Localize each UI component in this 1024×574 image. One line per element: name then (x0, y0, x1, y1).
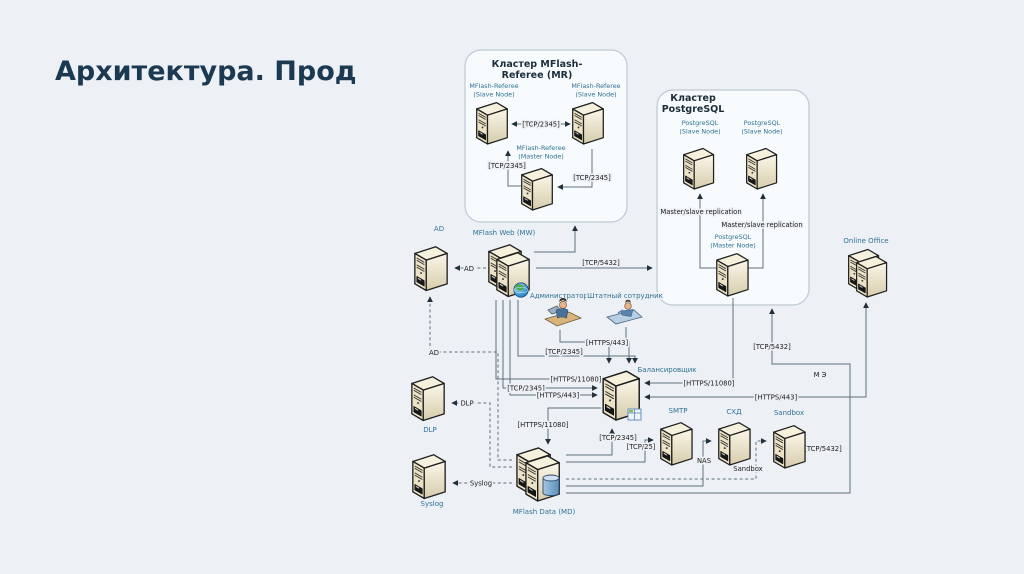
node-mr-slave-right: MFlash-Referee(Slave Node) (570, 81, 622, 145)
svg-text:PostgreSQL(Slave Node): PostgreSQL(Slave Node) (741, 119, 782, 136)
svg-text:MFlash Data (MD): MFlash Data (MD) (513, 508, 576, 516)
edge-label: NAS (697, 457, 711, 465)
admin-person-icon (543, 298, 583, 327)
node-syslog: Syslog (412, 454, 446, 510)
node-sxd: СХД (718, 407, 751, 466)
tower-server-icon (683, 147, 715, 190)
edge-label: DLP (460, 400, 473, 408)
svg-text:SMTP: SMTP (669, 407, 688, 415)
employee-person-icon (606, 299, 643, 325)
tower-server-icon (856, 255, 888, 298)
node-sandbox: Sandbox (772, 408, 806, 469)
edge-label: AD (464, 265, 474, 273)
edge-label: [TCP/2345] (545, 348, 583, 356)
edge-label: Sandbox (733, 465, 762, 473)
edge-label: [TCP/2345] (573, 174, 611, 182)
globe-icon (513, 282, 529, 298)
node-mflash-web: MFlash Web (MW) (471, 228, 537, 298)
svg-text:Администратор: Администратор (530, 292, 589, 300)
edge-label: Master/slave replication (721, 221, 802, 229)
edge-label: [TCP/25] (627, 443, 656, 451)
svg-text:MFlash-Referee(Slave Node): MFlash-Referee(Slave Node) (469, 82, 518, 99)
node-pg-master: PostgreSQL(Master Node) (709, 232, 757, 297)
edge-label: [HTTPS/11080] (551, 376, 602, 384)
tower-server-icon (660, 422, 693, 466)
node-pg-slave-left: PostgreSQL(Slave Node) (678, 118, 722, 190)
svg-text:PostgreSQL(Master Node): PostgreSQL(Master Node) (710, 233, 756, 250)
cluster-mr-title: Кластер MFlash-Referee (MR) (492, 59, 583, 81)
svg-text:Sandbox: Sandbox (774, 409, 804, 417)
edge-label: [HTTPS/443] (755, 394, 798, 402)
edge-label: [HTTPS/11080] (518, 421, 569, 429)
svg-text:Штатный сотрудник: Штатный сотрудник (587, 292, 663, 300)
tower-server-icon (521, 167, 553, 211)
tower-server-icon (414, 246, 448, 292)
node-smtp: SMTP (660, 406, 693, 466)
node-pg-slave-right: PostgreSQL(Slave Node) (740, 118, 784, 190)
svg-text:MFlash-Referee(Slave Node): MFlash-Referee(Slave Node) (571, 82, 620, 99)
svg-text:Балансировщик: Балансировщик (637, 366, 696, 374)
node-ad: AD (414, 224, 448, 292)
balancer-grid-icon (627, 408, 642, 421)
edge-label: [HTTPS/443] (537, 392, 580, 400)
edge-labels: [TCP/2345] [TCP/2345] [TCP/2345] Master/… (427, 119, 843, 489)
tower-server-icon (412, 454, 446, 500)
node-mflash-data: MFlash Data (MD) (511, 447, 577, 518)
connections (427, 121, 869, 494)
svg-text:СХД: СХД (726, 408, 742, 416)
edge-label: [HTTPS/11080] (684, 380, 735, 388)
node-dlp: DLP (411, 376, 445, 436)
node-balancer: Балансировщик (602, 365, 698, 421)
node-mr-master: MFlash-Referee(Master Node) (515, 143, 567, 211)
database-icon (542, 474, 560, 496)
cluster-mflash-referee-box (464, 49, 628, 223)
tower-server-icon (746, 147, 778, 190)
svg-text:DLP: DLP (423, 426, 437, 434)
svg-text:PostgreSQL(Slave Node): PostgreSQL(Slave Node) (679, 119, 720, 136)
node-mr-slave-left: MFlash-Referee(Slave Node) (468, 81, 520, 145)
svg-text:MFlash Web (MW): MFlash Web (MW) (473, 229, 536, 237)
edge-label: AD (429, 349, 439, 357)
svg-text:AD: AD (434, 225, 444, 233)
tower-server-icon (572, 101, 604, 145)
node-admin: Администратор (528, 291, 590, 327)
edge-label: Syslog (470, 480, 492, 488)
edge-label: [HTTPS/443] (586, 339, 629, 347)
tower-server-icon (716, 253, 749, 297)
tower-server-icon (411, 376, 445, 422)
edge-label: [TCP/5432] (582, 259, 620, 267)
tower-server-icon (718, 422, 751, 466)
edge-label: [TCP/2345] (507, 385, 545, 393)
svg-text:Online Office: Online Office (843, 237, 888, 245)
page-title: Архитектура. Прод (55, 56, 357, 87)
svg-text:Syslog: Syslog (421, 500, 444, 508)
firewall-label: М Э (814, 371, 827, 379)
edge-label: [TCP/2345] (599, 434, 637, 442)
edge-label: [TCP/5432] (804, 445, 842, 453)
edge-label: Master/slave replication (660, 208, 741, 216)
node-employee: Штатный сотрудник (586, 291, 664, 325)
svg-text:MFlash-Referee(Master Node): MFlash-Referee(Master Node) (516, 144, 565, 161)
node-online-office: Online Office (842, 236, 890, 298)
edge-label: [TCP/2345] (522, 121, 560, 129)
tower-server-icon (476, 101, 508, 145)
edge-label: [TCP/2345] (488, 162, 526, 170)
edge-label: [TCP/5432] (753, 343, 791, 351)
tower-server-icon (773, 425, 806, 469)
